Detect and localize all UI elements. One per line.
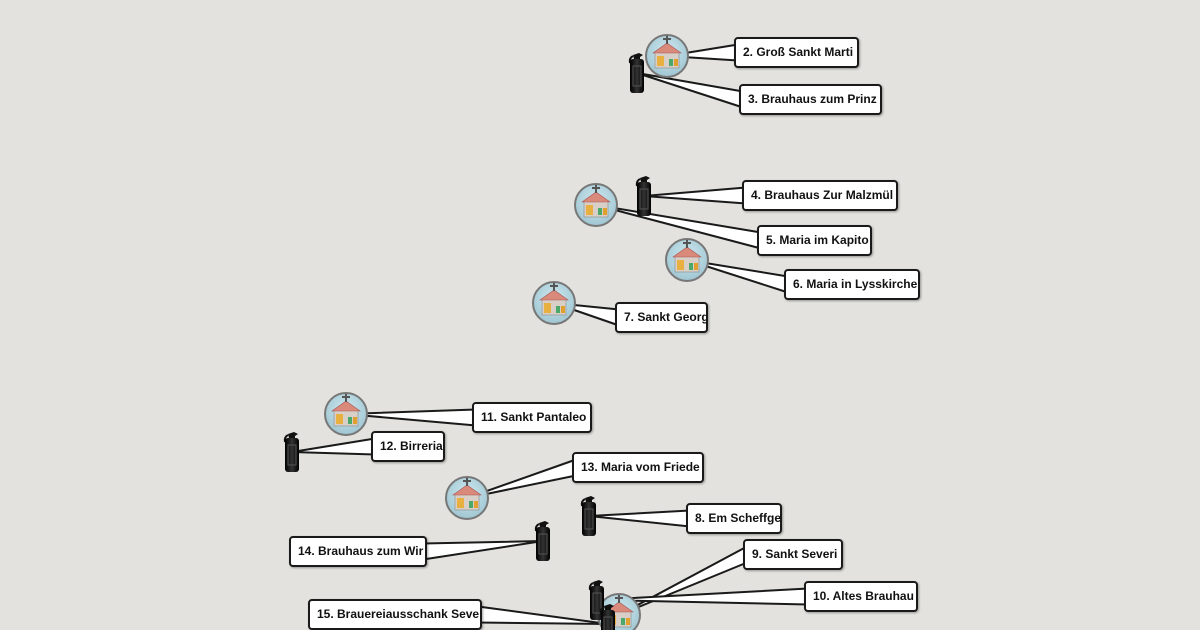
fire-extinguisher-marker-15-icon[interactable] bbox=[599, 604, 615, 630]
marker-label-11[interactable]: 11. Sankt Pantaleo bbox=[472, 402, 592, 433]
marker-label-12[interactable]: 12. Birreria bbox=[371, 431, 445, 462]
church-marker-11-icon[interactable] bbox=[324, 392, 368, 436]
callout-pointer bbox=[643, 186, 747, 205]
callout-pointer bbox=[588, 509, 691, 528]
fire-extinguisher-marker-4-icon[interactable] bbox=[635, 176, 651, 216]
church-marker-5-icon[interactable] bbox=[574, 183, 618, 227]
marker-label-2[interactable]: 2. Groß Sankt Marti bbox=[734, 37, 859, 68]
marker-label-3[interactable]: 3. Brauhaus zum Prinz bbox=[739, 84, 882, 115]
church-marker-2-icon[interactable] bbox=[645, 34, 689, 78]
marker-label-13[interactable]: 13. Maria vom Friede bbox=[572, 452, 704, 483]
fire-extinguisher-marker-14-icon[interactable] bbox=[534, 521, 550, 561]
callout-pointer bbox=[636, 72, 744, 109]
callout-pointer bbox=[477, 605, 609, 625]
fire-extinguisher-marker-12-icon[interactable] bbox=[283, 432, 299, 472]
church-marker-7-icon[interactable] bbox=[532, 281, 576, 325]
fire-extinguisher-marker-3-icon[interactable] bbox=[628, 53, 644, 93]
marker-label-9[interactable]: 9. Sankt Severi bbox=[743, 539, 843, 570]
marker-label-5[interactable]: 5. Maria im Kapito bbox=[757, 225, 872, 256]
marker-label-15[interactable]: 15. Brauereiausschank Seve bbox=[308, 599, 482, 630]
marker-label-14[interactable]: 14. Brauhaus zum Wir bbox=[289, 536, 427, 567]
marker-label-8[interactable]: 8. Em Scheffge bbox=[686, 503, 782, 534]
church-marker-6-icon[interactable] bbox=[665, 238, 709, 282]
callout-pointer bbox=[291, 437, 376, 456]
marker-label-6[interactable]: 6. Maria in Lysskirche bbox=[784, 269, 920, 300]
church-marker-13-icon[interactable] bbox=[445, 476, 489, 520]
callout-pointer bbox=[422, 540, 544, 561]
marker-label-4[interactable]: 4. Brauhaus Zur Malzmül bbox=[742, 180, 898, 211]
marker-label-10[interactable]: 10. Altes Brauhau bbox=[804, 581, 918, 612]
marker-label-7[interactable]: 7. Sankt Georg bbox=[615, 302, 708, 333]
fire-extinguisher-marker-8-icon[interactable] bbox=[580, 496, 596, 536]
